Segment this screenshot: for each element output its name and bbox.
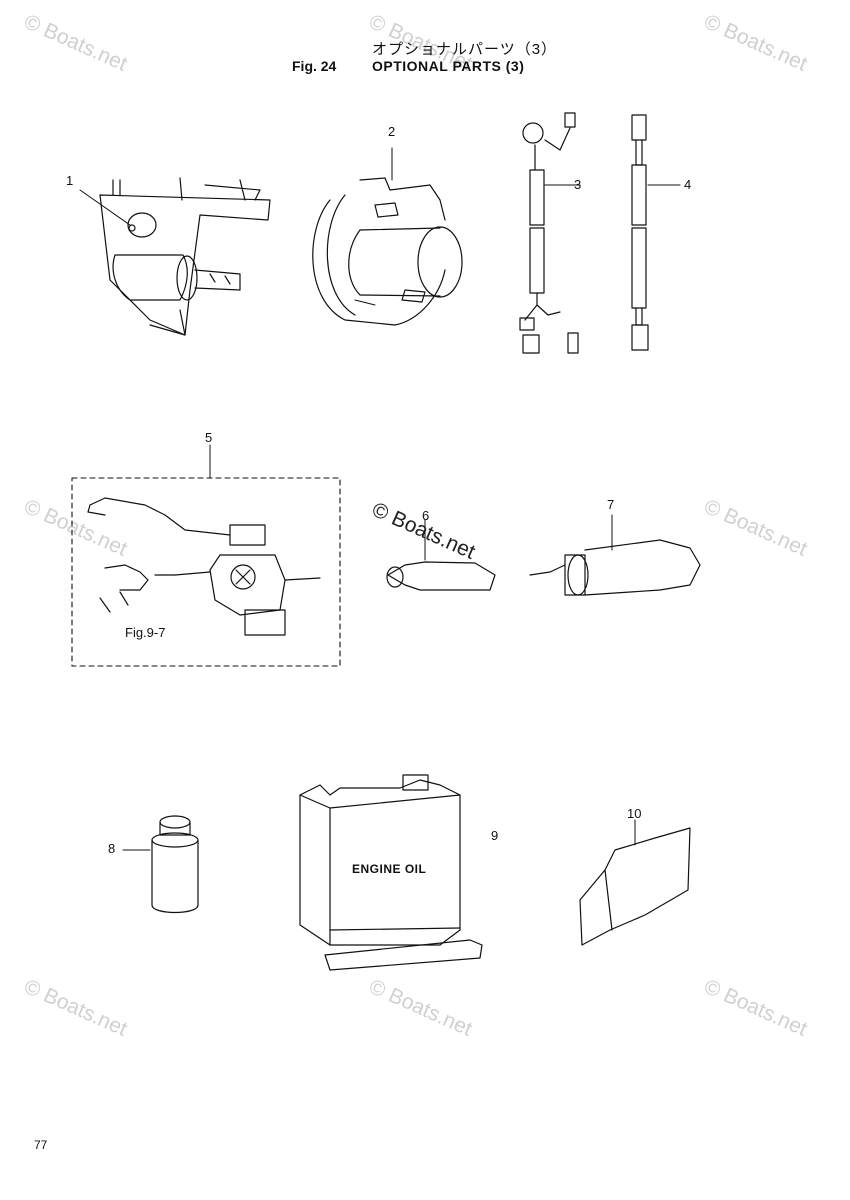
part-4-cable-drawing xyxy=(631,114,681,351)
part-7-tube-drawing xyxy=(529,514,701,596)
callout-9: 9 xyxy=(491,828,499,843)
page-title: OPTIONAL PARTS (3) xyxy=(372,58,525,74)
part-2-ring-drawing xyxy=(312,147,463,326)
oil-container-label: ENGINE OIL xyxy=(352,862,427,876)
callout-4: 4 xyxy=(684,177,692,192)
part-1-anode-drawing xyxy=(79,177,271,336)
callout-3: 3 xyxy=(574,177,582,192)
callout-1: 1 xyxy=(66,173,74,188)
callout-6: 6 xyxy=(422,508,430,523)
part-8-can-drawing xyxy=(122,815,199,914)
title-japanese: オプショナルパーツ（3） xyxy=(372,41,558,58)
part-3-harness-drawing xyxy=(519,112,581,354)
part-10-pouch-drawing xyxy=(579,819,691,946)
callout-5: 5 xyxy=(205,430,213,445)
figure-reference: Fig.9-7 xyxy=(125,625,166,640)
part-6-tube-drawing xyxy=(386,519,496,591)
page-number: 77 xyxy=(34,1138,48,1152)
callout-8: 8 xyxy=(108,841,116,856)
figure-number: Fig. 24 xyxy=(292,58,337,74)
callout-10: 10 xyxy=(627,806,642,821)
callout-7: 7 xyxy=(607,497,615,512)
part-5-kit-drawing xyxy=(71,444,341,667)
callout-2: 2 xyxy=(388,124,396,139)
part-9-oil-container-drawing xyxy=(299,774,483,971)
